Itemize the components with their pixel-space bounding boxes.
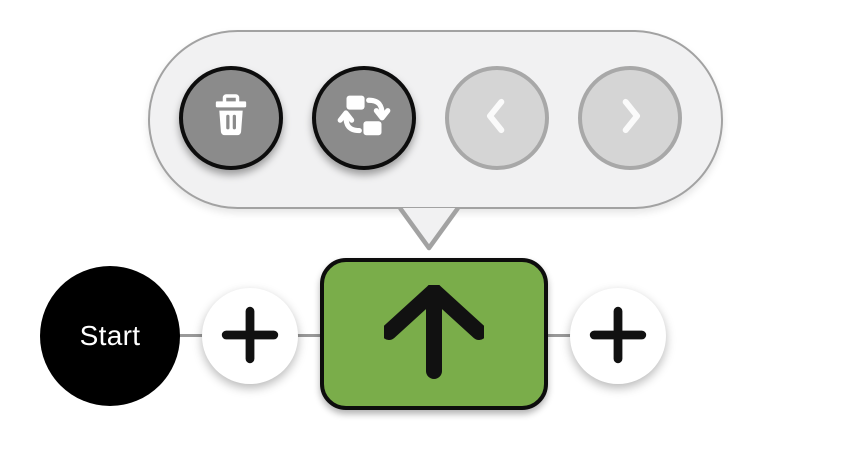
toolbar-pointer [398, 207, 460, 251]
swap-icon [336, 88, 392, 147]
delete-node-button[interactable] [179, 65, 283, 170]
chevron-left-icon [471, 90, 523, 145]
action-node-selected[interactable] [320, 258, 548, 410]
add-step-button-right[interactable] [570, 288, 666, 384]
node-toolbar [148, 30, 723, 209]
next-node-button[interactable] [578, 65, 682, 170]
connector-line [546, 334, 574, 337]
plus-icon [220, 305, 280, 368]
add-step-button-left[interactable] [202, 288, 298, 384]
chevron-right-icon [604, 90, 656, 145]
previous-node-button[interactable] [445, 65, 549, 170]
arrow-up-icon [381, 282, 487, 384]
replace-node-button[interactable] [312, 65, 416, 170]
trash-icon [205, 90, 257, 145]
connector-line [178, 334, 206, 337]
plus-icon [588, 305, 648, 368]
connector-line [296, 334, 322, 337]
start-node[interactable]: Start [40, 266, 180, 406]
start-node-label: Start [79, 320, 141, 351]
